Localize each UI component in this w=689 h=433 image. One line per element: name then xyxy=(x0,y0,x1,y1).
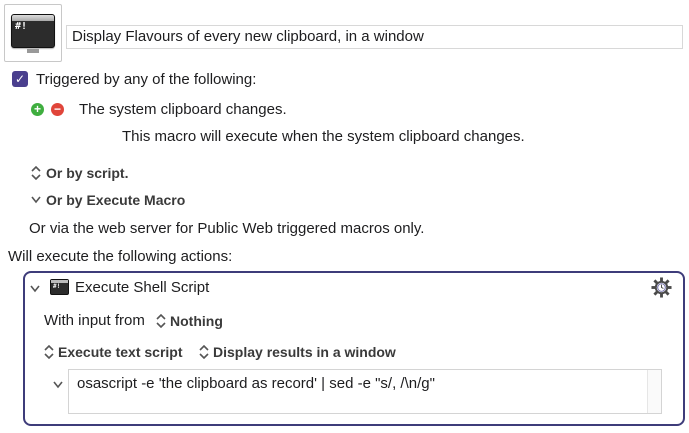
updown-chevron-icon[interactable] xyxy=(30,166,42,180)
updown-chevron-icon[interactable] xyxy=(155,314,167,328)
scrollbar[interactable] xyxy=(647,370,661,413)
terminal-icon: #! xyxy=(11,14,55,48)
input-label: With input from xyxy=(44,312,145,329)
or-by-execute-macro-toggle[interactable]: Or by Execute Macro xyxy=(46,192,186,208)
macro-icon-well[interactable]: #! xyxy=(4,4,62,62)
chevron-down-icon[interactable] xyxy=(29,284,41,294)
or-by-script-toggle[interactable]: Or by script. xyxy=(46,165,129,181)
triggers-header: Triggered by any of the following: xyxy=(36,71,257,88)
add-trigger-icon[interactable]: + xyxy=(31,103,44,116)
input-source-select[interactable]: Nothing xyxy=(170,313,223,329)
script-mode-select[interactable]: Execute text script xyxy=(58,344,183,360)
gear-icon[interactable] xyxy=(651,277,672,298)
macro-name-field[interactable]: Display Flavours of every new clipboard,… xyxy=(66,25,683,49)
actions-header: Will execute the following actions: xyxy=(8,248,233,265)
script-text-field[interactable]: osascript -e 'the clipboard as record' |… xyxy=(68,369,662,414)
terminal-icon: #! xyxy=(50,279,69,295)
script-text: osascript -e 'the clipboard as record' |… xyxy=(77,375,435,392)
chevron-down-icon[interactable] xyxy=(30,195,42,205)
updown-chevron-icon[interactable] xyxy=(198,345,210,359)
remove-trigger-icon[interactable]: − xyxy=(51,103,64,116)
action-title: Execute Shell Script xyxy=(75,279,210,296)
output-select[interactable]: Display results in a window xyxy=(213,344,396,360)
web-server-note: Or via the web server for Public Web tri… xyxy=(29,220,425,237)
chevron-down-icon[interactable] xyxy=(52,380,64,390)
trigger-description: This macro will execute when the system … xyxy=(122,128,525,145)
trigger-item-label: The system clipboard changes. xyxy=(79,101,287,118)
updown-chevron-icon[interactable] xyxy=(43,345,55,359)
triggered-checkbox[interactable]: ✓ xyxy=(12,71,28,87)
